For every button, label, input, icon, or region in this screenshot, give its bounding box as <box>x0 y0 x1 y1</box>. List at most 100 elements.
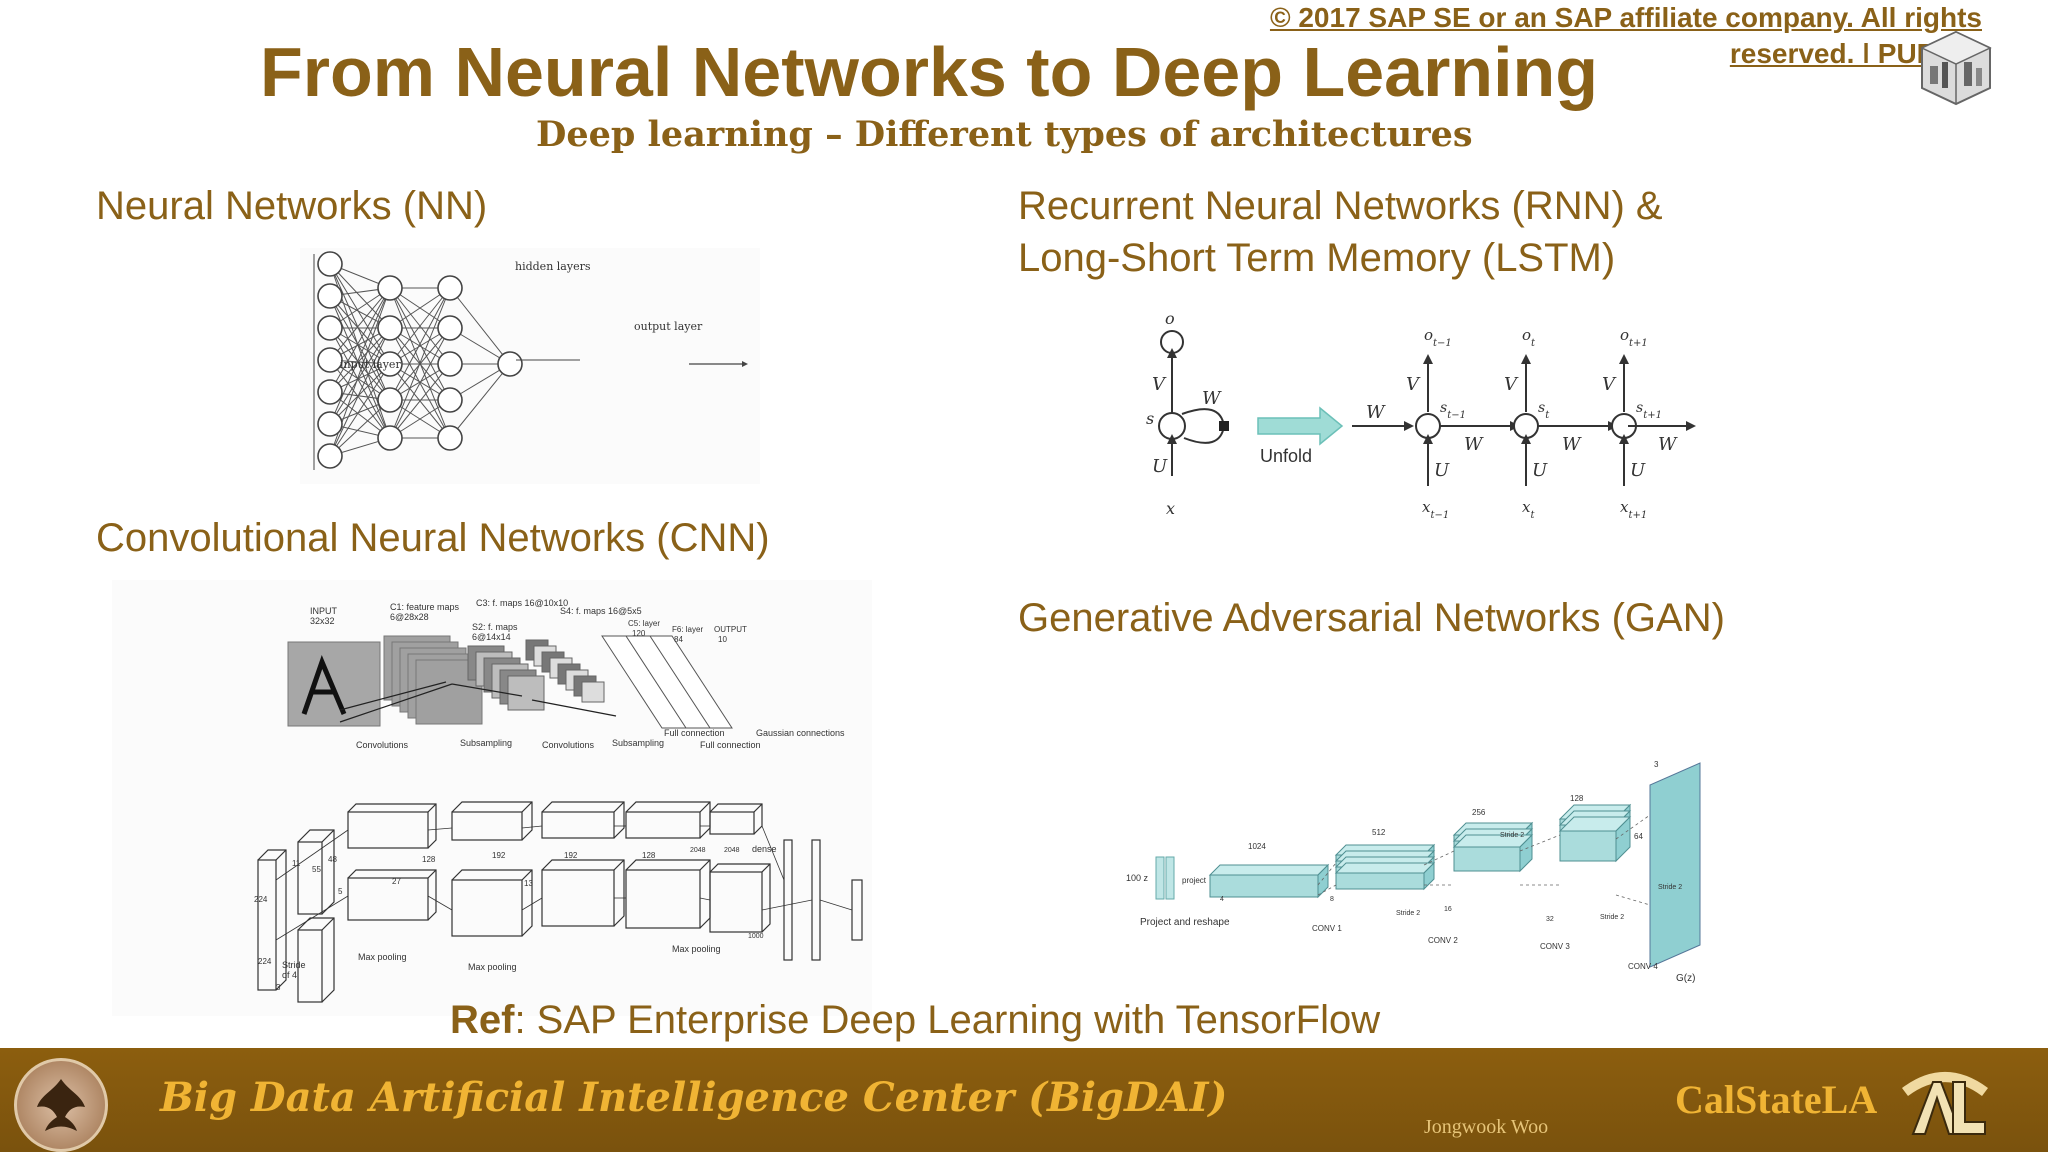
lenet-c5: C5: layer <box>628 619 660 628</box>
s-cur: st <box>1538 400 1550 421</box>
alex-2048a: 2048 <box>690 847 706 854</box>
footer-brand: CalStateLA <box>1675 1076 1877 1123</box>
hidden-layers-label: hidden layers <box>515 260 591 273</box>
alexnet-block <box>348 878 428 920</box>
page-subtitle: Deep learning – Different types of archi… <box>536 114 1473 155</box>
o-cur: ot <box>1522 326 1536 349</box>
gan-32: 32 <box>1546 916 1554 923</box>
alexnet-block <box>258 860 276 990</box>
nn-node <box>498 352 522 376</box>
alex-128: 128 <box>422 855 436 864</box>
lenet-input: INPUT <box>310 606 338 616</box>
nn-node <box>438 276 462 300</box>
input-layer-label: input layer <box>340 358 401 371</box>
lenet-c3: C3: f. maps 16@10x10 <box>476 598 568 608</box>
lenet-convolutions: Convolutions <box>356 740 409 750</box>
gan-conv1: CONV 1 <box>1312 924 1342 933</box>
rnn-w-out: W <box>1658 434 1678 455</box>
u1: U <box>1434 460 1450 481</box>
gan-slab <box>1560 831 1616 861</box>
nn-node <box>318 412 342 436</box>
gan-128: 128 <box>1570 794 1584 803</box>
reference-line: Ref: SAP Enterprise Deep Learning with T… <box>450 998 1380 1043</box>
nn-node <box>378 276 402 300</box>
alexnet-dense <box>784 840 792 960</box>
u2: U <box>1532 460 1548 481</box>
u3: U <box>1630 460 1646 481</box>
gan-conv4: CONV 4 <box>1628 962 1658 971</box>
gan-label: Generative Adversarial Networks (GAN) <box>1018 592 1725 644</box>
alexnet-block <box>348 812 428 848</box>
alex-48: 48 <box>328 855 337 864</box>
nn-node <box>378 426 402 450</box>
output-layer-label: output layer <box>634 320 703 333</box>
alexnet-block <box>542 812 614 838</box>
gan-conv2: CONV 2 <box>1428 936 1458 945</box>
nn-node <box>438 352 462 376</box>
alexnet-block <box>710 872 762 932</box>
x-prev: xt−1 <box>1422 498 1449 521</box>
footer-bar: Big Data Artificial Intelligence Center … <box>0 1048 2048 1152</box>
alexnet-dense <box>812 840 820 960</box>
gan-z: 100 z <box>1126 873 1149 883</box>
gan-slab <box>1210 875 1318 897</box>
nn-node <box>378 388 402 412</box>
gan-stride2c: Stride 2 <box>1600 914 1624 921</box>
alex-5: 5 <box>338 887 343 896</box>
rnn-x: x <box>1166 499 1175 518</box>
bigdai-logo-icon <box>14 1058 108 1152</box>
gan-stride2a: Stride 2 <box>1396 910 1420 917</box>
alex-maxpool3: Max pooling <box>672 944 721 954</box>
lenet-f6-dim: 84 <box>674 635 683 644</box>
v3: V <box>1602 374 1617 395</box>
alex-192a: 192 <box>492 851 506 860</box>
rnn-label: Recurrent Neural Networks (RNN) & Long-S… <box>1018 180 1758 284</box>
gan-3: 3 <box>1654 760 1659 769</box>
nn-node <box>318 252 342 276</box>
alexnet-block <box>298 842 322 914</box>
cnn-diagram: INPUT 32x32 C1: feature maps 6@28x28 C3:… <box>112 580 872 1016</box>
lenet-input-dim: 32x32 <box>310 616 335 626</box>
lenet-subsampling2: Subsampling <box>612 738 664 748</box>
rnn-w: W <box>1202 388 1222 409</box>
alex-2048b: 2048 <box>724 847 740 854</box>
rnn-s: s <box>1146 409 1154 428</box>
footer-center-title: Big Data Artificial Intelligence Center … <box>160 1074 1227 1121</box>
lenet-f6: F6: layer <box>672 625 703 634</box>
rnn-diagram: o s x V U W Unfold W W ot−1 ot ot+1 st−1… <box>1120 300 1710 535</box>
gan-project-reshape: Project and reshape <box>1140 917 1230 928</box>
alex-maxpool2: Max pooling <box>468 962 517 972</box>
gan-16: 16 <box>1444 906 1452 913</box>
gan-512: 512 <box>1372 828 1386 837</box>
lenet-c1: C1: feature maps <box>390 602 460 612</box>
nn-node <box>438 316 462 340</box>
nn-node <box>438 388 462 412</box>
lenet-output: OUTPUT <box>714 625 747 634</box>
alexnet-block <box>626 812 700 838</box>
alexnet-output <box>852 880 862 940</box>
alex-13: 13 <box>524 879 533 888</box>
alex-3: 3 <box>276 983 281 992</box>
nn-label: Neural Networks (NN) <box>96 180 487 232</box>
nn-node <box>318 444 342 468</box>
rnn-o: o <box>1165 309 1175 328</box>
nn-node <box>318 284 342 308</box>
gan-4: 4 <box>1220 896 1224 903</box>
rnn-w-in: W <box>1366 402 1386 423</box>
alex-224a: 224 <box>254 895 268 904</box>
alex-224b: 224 <box>258 957 272 966</box>
ref-text: : SAP Enterprise Deep Learning with Tens… <box>514 998 1380 1042</box>
x-cur: xt <box>1522 498 1535 521</box>
gan-1024: 1024 <box>1248 842 1266 851</box>
gan-diagram: 100 z project Project and reshape 1024 5… <box>1120 755 1720 990</box>
v2: V <box>1504 374 1519 395</box>
lenet-s2: S2: f. maps <box>472 622 518 632</box>
lenet-c3-map <box>582 682 604 702</box>
alex-1000: 1000 <box>748 933 764 940</box>
alex-maxpool1: Max pooling <box>358 952 407 962</box>
nn-node <box>318 380 342 404</box>
lenet-full-connection: Full connection <box>664 728 725 738</box>
gan-256: 256 <box>1472 808 1486 817</box>
calstatela-logo-icon <box>1895 1058 1995 1142</box>
alexnet-block <box>452 880 522 936</box>
